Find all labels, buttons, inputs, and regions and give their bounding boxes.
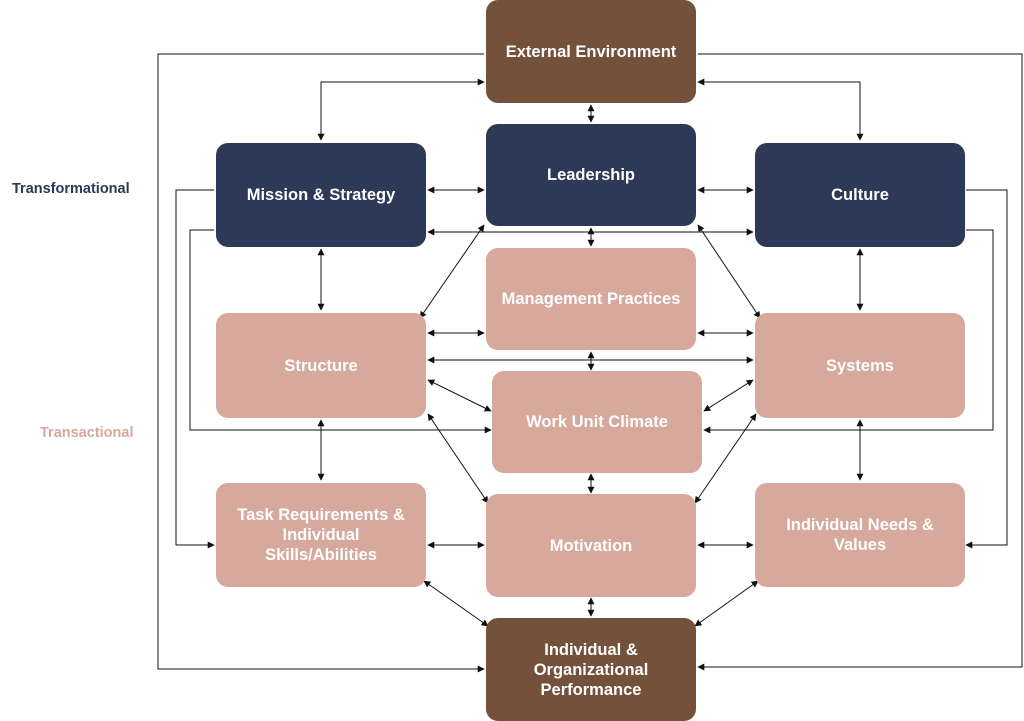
- mission-strategy-box: Mission & Strategy: [216, 143, 426, 247]
- motivation-box: Motivation: [486, 494, 696, 597]
- transactional-label: Transactional: [40, 425, 134, 441]
- leadership-box: Leadership: [486, 124, 696, 226]
- individual-needs-box: Individual Needs & Values: [755, 483, 965, 587]
- performance-box: Individual & Organizational Performance: [486, 618, 696, 721]
- external-environment-box: External Environment: [486, 0, 696, 103]
- structure-box: Structure: [216, 313, 426, 418]
- management-practices-box: Management Practices: [486, 248, 696, 350]
- culture-box: Culture: [755, 143, 965, 247]
- systems-box: Systems: [755, 313, 965, 418]
- transformational-label: Transformational: [12, 181, 130, 197]
- task-requirements-box: Task Requirements & Individual Skills/Ab…: [216, 483, 426, 587]
- work-unit-climate-box: Work Unit Climate: [492, 371, 702, 473]
